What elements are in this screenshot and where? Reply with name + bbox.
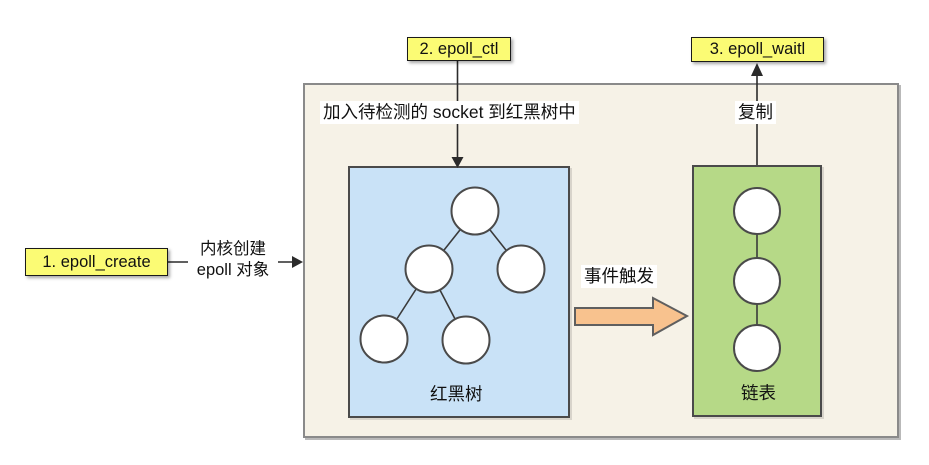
kernel-create-line2: epoll 对象	[196, 261, 270, 279]
add-socket-text: 加入待检测的 socket 到红黑树中	[320, 101, 579, 124]
rbtree-label: 红黑树	[430, 384, 483, 404]
linked-list-label: 链表	[741, 383, 776, 403]
epoll-ctl-label: 2. epoll_ctl	[407, 37, 511, 61]
copy-arrowhead-icon	[751, 63, 763, 76]
linked-list-box	[692, 165, 822, 417]
epoll-wait-label: 3. epoll_waitl	[691, 37, 824, 62]
epoll-create-arrowhead-icon	[292, 256, 303, 268]
kernel-create-line1: 内核创建	[200, 240, 266, 258]
event-trigger-text: 事件触发	[581, 265, 657, 288]
epoll-create-label: 1. epoll_create	[25, 248, 168, 276]
rbtree-box	[348, 166, 570, 418]
kernel-create-text: 内核创建 epoll 对象	[188, 239, 278, 281]
copy-text: 复制	[735, 101, 776, 124]
